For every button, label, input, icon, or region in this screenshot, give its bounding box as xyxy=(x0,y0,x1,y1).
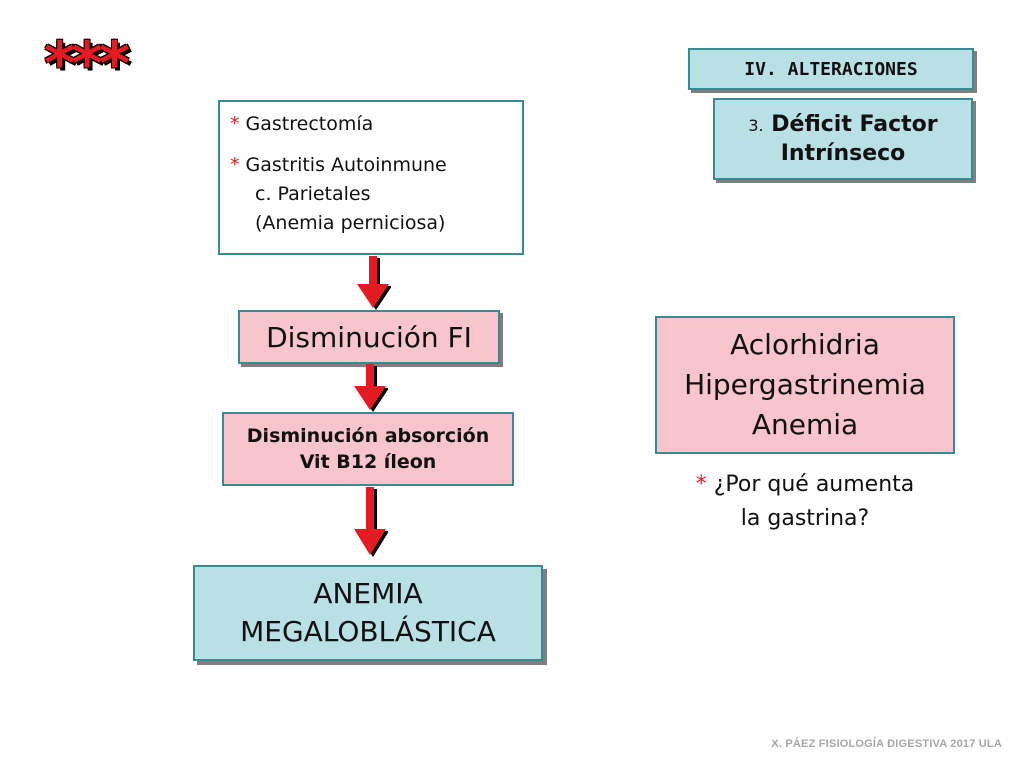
megaloblastic-anemia-box: ANEMIA MEGALOBLÁSTICA xyxy=(193,565,543,661)
section-title-box: IV. ALTERACIONES xyxy=(688,48,974,90)
question-line1: ¿Por qué aumenta xyxy=(713,472,915,497)
cause-sublabel: (Anemia perniciosa) xyxy=(255,212,446,234)
subsection-title-line2: Intrínseco xyxy=(780,140,906,166)
question-line2: la gastrina? xyxy=(740,506,870,531)
gastrin-question: * ¿Por qué aumenta la gastrina? xyxy=(660,468,950,536)
anemia-line1: ANEMIA xyxy=(313,577,423,610)
effects-box: Aclorhidria Hipergastrinemia Anemia xyxy=(655,316,955,454)
asterisks-decoration: *** xyxy=(44,29,130,99)
bullet-asterisk: * xyxy=(230,113,240,135)
anemia-line2: MEGALOBLÁSTICA xyxy=(240,615,496,648)
decreased-fi-box: Disminución FI xyxy=(238,310,500,364)
effect-hypergastrinemia: Hipergastrinemia xyxy=(684,368,926,401)
cause-sublabel: c. Parietales xyxy=(255,183,371,205)
cause-label: Gastrectomía xyxy=(245,113,374,135)
cause-item-autoimmune: * Gastritis Autoinmune c. Parietales (An… xyxy=(230,151,522,238)
bullet-asterisk: * xyxy=(230,154,240,176)
footer-credit: X. PÁEZ FISIOLOGÍA DIGESTIVA 2017 ULA xyxy=(771,738,1002,750)
effect-achlorhydria: Aclorhidria xyxy=(730,328,880,361)
effect-anemia: Anemia xyxy=(751,408,859,441)
absorption-line2: Vit B12 íleon xyxy=(299,451,437,473)
decreased-absorption-box: Disminución absorción Vit B12 íleon xyxy=(222,412,514,486)
causes-box: * Gastrectomía * Gastritis Autoinmune c.… xyxy=(218,100,524,255)
down-arrow-icon xyxy=(357,256,391,310)
cause-label: Gastritis Autoinmune xyxy=(245,154,447,176)
down-arrow-icon xyxy=(354,364,388,412)
bullet-asterisk: * xyxy=(695,472,707,497)
section-title: IV. ALTERACIONES xyxy=(744,58,918,80)
subsection-title-box: 3. Déficit Factor Intrínseco xyxy=(713,98,973,180)
cause-item-gastrectomy: * Gastrectomía xyxy=(230,110,522,139)
down-arrow-icon xyxy=(354,487,388,557)
subsection-title-text: Déficit Factor xyxy=(771,111,938,137)
decreased-fi-label: Disminución FI xyxy=(266,320,472,354)
subsection-number: 3. xyxy=(748,115,764,135)
subsection-title-line1: 3. Déficit Factor xyxy=(748,111,937,140)
absorption-line1: Disminución absorción xyxy=(246,425,490,447)
